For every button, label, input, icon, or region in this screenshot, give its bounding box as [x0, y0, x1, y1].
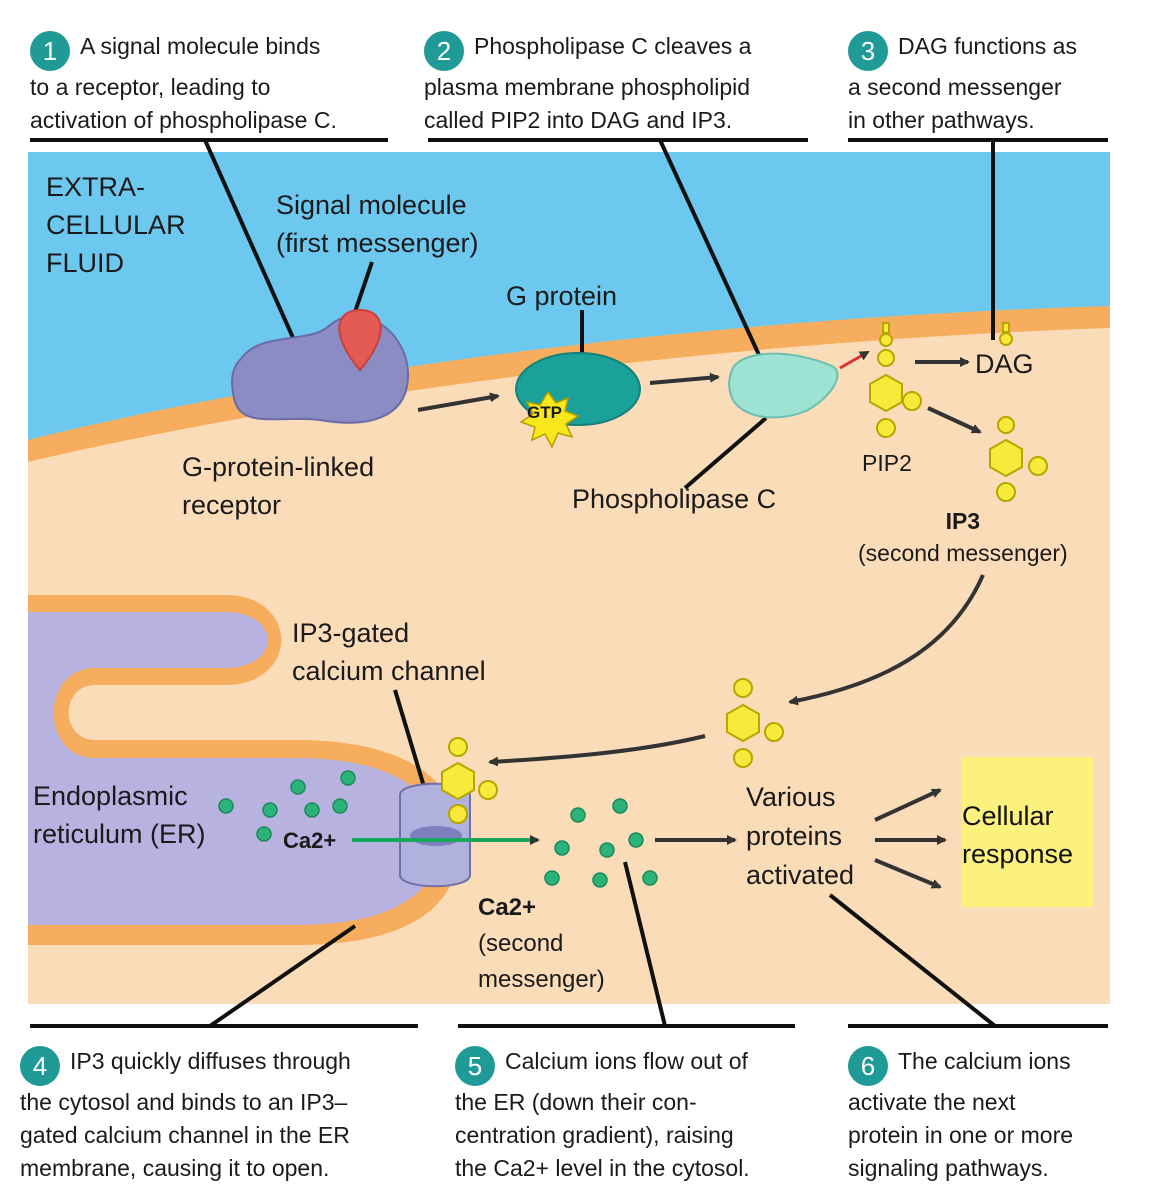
step-1: 1 A signal molecule binds to a receptor, …: [30, 30, 337, 137]
ip3-gated-channel-label: IP3-gated calcium channel: [292, 618, 486, 686]
signal-molecule: [338, 308, 382, 372]
step-line: membrane, causing it to open.: [20, 1155, 330, 1181]
pathway-arrows: [417, 357, 985, 889]
receptor-label: G-protein-linked receptor: [182, 452, 375, 520]
step-line: activation of phospholipase C.: [30, 107, 337, 133]
step-line: centration gradient), raising: [455, 1122, 734, 1148]
step-line: A signal molecule binds: [80, 33, 321, 59]
pip2-molecule: [869, 322, 922, 438]
step-4: 4 IP3 quickly diffuses through the cytoso…: [20, 1045, 351, 1185]
step-badge: 4: [20, 1046, 60, 1086]
step-line: in other pathways.: [848, 107, 1035, 133]
step-badge: 5: [455, 1046, 495, 1086]
step-line: DAG functions as: [898, 33, 1077, 59]
gtp-star: [519, 390, 580, 449]
step-line: signaling pathways.: [848, 1155, 1049, 1181]
calcium-cytosol-label: Ca2+ (second messenger): [478, 894, 605, 993]
step-line: plasma membrane phospholipid: [424, 74, 751, 100]
various-proteins-label: Various proteins activated: [746, 782, 855, 890]
step-3: 3 DAG functions as a second messenger in …: [848, 30, 1077, 137]
step-badge: 3: [848, 31, 888, 71]
step-line: The calcium ions: [898, 1048, 1071, 1074]
step-line: Phospholipase C cleaves a: [474, 33, 752, 59]
step-badge: 1: [30, 31, 70, 71]
step-badge: 2: [424, 31, 464, 71]
phospholipase-c-label: Phospholipase C: [572, 484, 777, 514]
step-line: to a receptor, leading to: [30, 74, 271, 100]
ip3-label: IP3 (second messenger): [858, 508, 1068, 566]
pip2-label: PIP2: [862, 450, 912, 476]
step-line: protein in one or more: [848, 1122, 1074, 1148]
step-line: the Ca2+ level in the cytosol.: [455, 1155, 750, 1181]
step-line: the cytosol and binds to an IP3–: [20, 1089, 348, 1115]
step-line: IP3 quickly diffuses through: [70, 1048, 351, 1074]
step-line: Calcium ions flow out of: [505, 1048, 748, 1074]
phospholipase-c: [728, 352, 839, 419]
ip3-molecule: [989, 416, 1048, 502]
ip3-bound-molecule: [441, 737, 498, 824]
ip3-traveling-molecule: [726, 678, 784, 768]
cellular-response-box: Cellular response: [962, 757, 1093, 907]
plasma-membrane: [28, 306, 1110, 462]
gtp-label: GTP: [527, 403, 562, 422]
calcium-ions-cytosol: [544, 798, 658, 888]
signal-molecule-label: Signal molecule (first messenger): [276, 190, 479, 258]
calcium-er-label: Ca2+: [283, 828, 337, 853]
step-5: 5 Calcium ions flow out of the ER (down t…: [455, 1045, 750, 1185]
step-line: called PIP2 into DAG and IP3.: [424, 107, 733, 133]
er-lumen: [28, 612, 440, 925]
step-line: gated calcium channel in the ER: [20, 1122, 350, 1148]
extracellular-fluid-label: EXTRA- CELLULAR FLUID: [46, 172, 186, 278]
calcium-ions-er: [218, 770, 356, 842]
connector-lines: [30, 138, 1108, 1028]
step-line: activate the next: [848, 1089, 1016, 1115]
step-badge: 6: [848, 1046, 888, 1086]
dag-label: DAG: [975, 349, 1034, 379]
step-6: 6 The calcium ions activate the next prot…: [848, 1045, 1073, 1185]
step-2: 2 Phospholipase C cleaves a plasma membra…: [424, 30, 751, 137]
step-line: the ER (down their con-: [455, 1089, 697, 1115]
g-protein-label: G protein: [506, 281, 618, 311]
dag-molecule: [999, 322, 1013, 346]
er-label: Endoplasmic reticulum (ER): [33, 781, 206, 849]
step-line: a second messenger: [848, 74, 1062, 100]
